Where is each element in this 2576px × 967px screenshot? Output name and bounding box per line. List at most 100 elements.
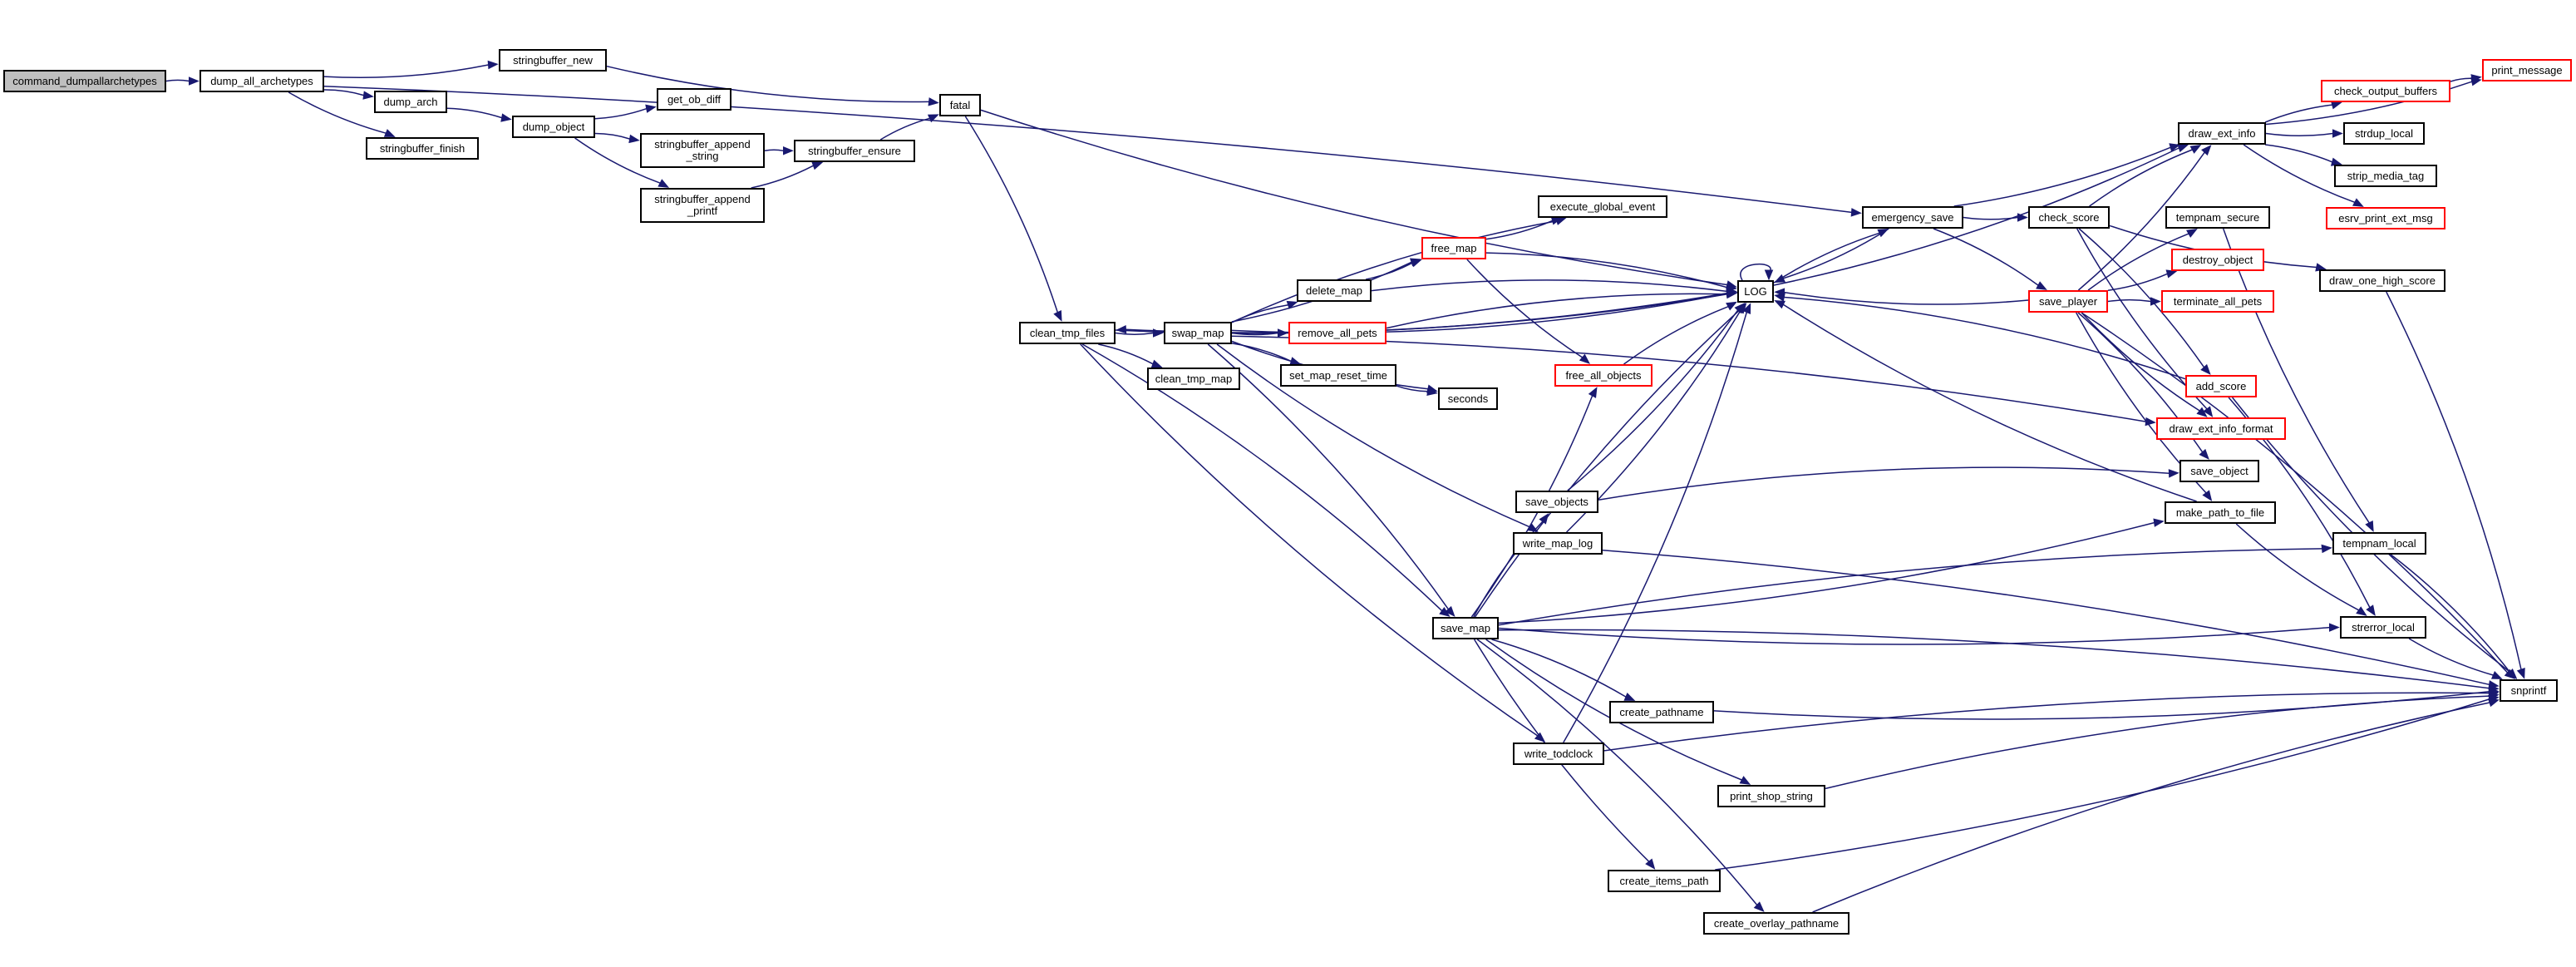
edge-line (1598, 466, 2170, 501)
node-execute-global-event[interactable]: execute_global_event (1538, 195, 1667, 218)
arrowhead-icon (1286, 300, 1298, 309)
node-print-message[interactable]: print_message (2482, 59, 2572, 81)
node-strerror-local[interactable]: strerror_local (2340, 616, 2426, 639)
node-check-output-buffers[interactable]: check_output_buffers (2321, 80, 2450, 102)
node-emergency-save[interactable]: emergency_save (1862, 206, 1963, 229)
edge-line (1485, 220, 1553, 240)
edge-line (1783, 228, 1889, 279)
node-tempnam-local[interactable]: tempnam_local (2332, 532, 2426, 555)
edge-line (1231, 303, 1288, 323)
edge-line (2087, 233, 2189, 291)
edge-line (1491, 639, 1627, 698)
node-esrv-print-ext-msg[interactable]: esrv_print_ext_msg (2326, 207, 2445, 229)
edge-line (2107, 273, 2168, 291)
node-clean-tmp-files[interactable]: clean_tmp_files (1019, 322, 1116, 344)
edge-strerror_local-to-snprintf (2408, 638, 2503, 679)
node-free-map[interactable]: free_map (1421, 237, 1486, 259)
node-create-pathname[interactable]: create_pathname (1609, 701, 1714, 723)
node-stringbuffer-finish[interactable]: stringbuffer_finish (366, 137, 479, 160)
arrowhead-icon (1850, 208, 1862, 217)
node-dump-object[interactable]: dump_object (512, 116, 595, 138)
node-draw-ext-info-format[interactable]: draw_ext_info_format (2156, 417, 2286, 440)
node-save-player[interactable]: save_player (2028, 290, 2108, 313)
edge-dump_all_archetypes-to-dump_arch (323, 89, 374, 100)
arrowhead-icon (2150, 297, 2161, 306)
node-terminate-all-pets[interactable]: terminate_all_pets (2161, 290, 2274, 313)
node-get-ob-diff[interactable]: get_ob_diff (657, 88, 731, 111)
arrowhead-icon (2203, 406, 2214, 417)
node-create-items-path[interactable]: create_items_path (1608, 870, 1721, 892)
arrowhead-icon (2365, 521, 2374, 532)
node-save-object[interactable]: save_object (2180, 460, 2259, 482)
node-free-all-objects[interactable]: free_all_objects (1554, 364, 1652, 387)
edge-check_score-to-add_score (2078, 228, 2211, 375)
edge-dump_object-to-get_ob_diff (594, 104, 657, 120)
node-make-path-to-file[interactable]: make_path_to_file (2165, 501, 2276, 524)
arrowhead-icon (2330, 101, 2342, 110)
node-swap-map[interactable]: swap_map (1164, 322, 1232, 344)
edge-free_map-to-LOG (1485, 252, 1737, 292)
edge-line (1498, 548, 2322, 626)
arrowhead-icon (2165, 269, 2178, 279)
edge-line (1474, 309, 1740, 618)
node-dump-arch[interactable]: dump_arch (374, 91, 447, 113)
arrowhead-icon (1588, 387, 1598, 398)
node-write-todclock[interactable]: write_todclock (1513, 743, 1604, 765)
arrowhead-icon (2516, 667, 2525, 679)
edge-line (446, 107, 502, 119)
edge-LOG-to-draw_ext_info (1773, 144, 2189, 286)
node-check-score[interactable]: check_score (2028, 206, 2110, 229)
edge-stringbuffer_append_printf-to-stringbuffer_ensure (751, 161, 824, 189)
node-save-map[interactable]: save_map (1432, 617, 1499, 639)
node-clean-tmp-map[interactable]: clean_tmp_map (1147, 368, 1240, 390)
arrowhead-icon (1579, 353, 1591, 364)
node-draw-one-high-score[interactable]: draw_one_high_score (2319, 269, 2445, 292)
edge-free_map-to-free_all_objects (1466, 259, 1591, 364)
edge-save_player-to-LOG (1774, 288, 2029, 305)
edge-save_map-to-tempnam_local (1498, 544, 2332, 626)
edge-save_map-to-make_path_to_file (1498, 518, 2165, 624)
arrowhead-icon (1053, 310, 1062, 322)
node-stringbuffer-append-string[interactable]: stringbuffer_append _string (640, 133, 765, 168)
node-destroy-object[interactable]: destroy_object (2171, 249, 2264, 271)
edge-LOG-to-emergency_save (1773, 229, 1889, 284)
node-print-shop-string[interactable]: print_shop_string (1717, 785, 1825, 807)
edge-check_score-to-draw_ext_info (2089, 145, 2202, 207)
edge-line (1933, 228, 2039, 286)
edge-draw_ext_info-to-strip_media_tag (2265, 144, 2342, 166)
node-strip-media-tag[interactable]: strip_media_tag (2334, 165, 2437, 187)
arrowhead-icon (658, 179, 670, 188)
node-save-objects[interactable]: save_objects (1515, 491, 1598, 513)
edge-line (964, 116, 1059, 313)
edge-save_map-to-save_objects (1473, 513, 1549, 618)
node-log[interactable]: LOG (1737, 280, 1774, 303)
arrowhead-icon (1445, 605, 1455, 617)
node-strdup-local[interactable]: strdup_local (2343, 122, 2425, 145)
node-tempnam-secure[interactable]: tempnam_secure (2165, 206, 2270, 229)
edge-create_overlay_pathname-to-snprintf (1812, 698, 2500, 913)
node-set-map-reset-time[interactable]: set_map_reset_time (1280, 364, 1396, 387)
node-dump-all-archetypes[interactable]: dump_all_archetypes (199, 70, 324, 92)
node-delete-map[interactable]: delete_map (1297, 279, 1372, 302)
arrowhead-icon (1726, 289, 1737, 299)
node-stringbuffer-append-printf[interactable]: stringbuffer_append _printf (640, 188, 765, 223)
node-stringbuffer-ensure[interactable]: stringbuffer_ensure (794, 140, 915, 162)
node-stringbuffer-new[interactable]: stringbuffer_new (499, 49, 607, 72)
edge-swap_map-to-delete_map (1231, 300, 1298, 323)
arrowhead-icon (1774, 293, 1785, 302)
arrowhead-icon (2201, 145, 2212, 156)
node-add-score[interactable]: add_score (2185, 375, 2257, 397)
edge-line (1365, 262, 1413, 280)
node-create-overlay-pathname[interactable]: create_overlay_pathname (1703, 912, 1849, 935)
node-draw-ext-info[interactable]: draw_ext_info (2178, 122, 2266, 145)
edge-command_dumpallarchetypes-to-dump_all_archetypes (165, 76, 199, 86)
node-snprintf[interactable]: snprintf (2500, 679, 2558, 702)
edge-line (2078, 228, 2205, 368)
edge-line (751, 165, 814, 189)
node-remove-all-pets[interactable]: remove_all_pets (1288, 322, 1387, 344)
node-fatal[interactable]: fatal (939, 94, 981, 116)
edge-line (1498, 629, 2490, 689)
node-seconds[interactable]: seconds (1438, 387, 1498, 410)
node-write-map-log[interactable]: write_map_log (1513, 532, 1603, 555)
edge-line (1623, 306, 1729, 365)
